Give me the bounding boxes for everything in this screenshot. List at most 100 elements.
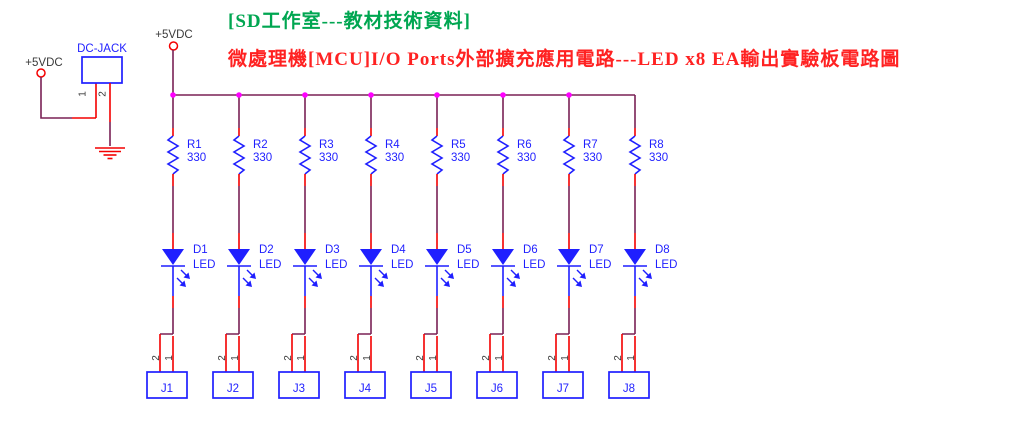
- led-light-arrow-icon: [513, 272, 520, 279]
- connector-box: [278, 371, 320, 399]
- led-light-arrow-icon: [249, 272, 256, 279]
- power-terminal-left-label: +5VDC: [25, 57, 62, 69]
- led-type-label: LED: [523, 259, 545, 271]
- resistor-value-label: 330: [583, 152, 602, 164]
- wire-segment: [358, 308, 372, 335]
- led-light-arrow-icon: [579, 272, 586, 279]
- pin-number-label: 2: [217, 355, 228, 361]
- wire-segment: [424, 308, 438, 335]
- led-ref-label: D4: [391, 244, 406, 256]
- open-terminal-icon: [36, 68, 46, 78]
- connector-ref-label: J3: [293, 383, 305, 395]
- connector-box: [146, 371, 188, 399]
- led-light-arrow-icon: [381, 272, 388, 279]
- resistor-value-label: 330: [451, 152, 470, 164]
- junction-dot: [236, 92, 242, 98]
- led-ref-label: D6: [523, 244, 538, 256]
- led-light-arrow-icon: [645, 272, 652, 279]
- pin-number-label: 1: [494, 355, 505, 361]
- dc-jack-body: [81, 56, 123, 84]
- led-type-label: LED: [457, 259, 479, 271]
- led-symbol: [426, 249, 448, 265]
- resistor-ref-label: R1: [187, 139, 202, 151]
- led-type-label: LED: [589, 259, 611, 271]
- resistor-symbol: [562, 135, 576, 175]
- wire-segment: [40, 77, 72, 119]
- resistor-ref-label: R7: [583, 139, 598, 151]
- power-terminal-bus-label: +5VDC: [155, 29, 192, 41]
- led-type-label: LED: [193, 259, 215, 271]
- connector-pin-wires: [489, 334, 504, 372]
- led-ref-label: D5: [457, 244, 472, 256]
- led-symbol: [294, 249, 316, 265]
- resistor-symbol: [166, 135, 180, 175]
- led-type-label: LED: [259, 259, 281, 271]
- resistor-ref-label: R6: [517, 139, 532, 151]
- connector-box: [476, 371, 518, 399]
- connector-ref-label: J8: [623, 383, 635, 395]
- connector-ref-label: J1: [161, 383, 173, 395]
- connector-ref-label: J5: [425, 383, 437, 395]
- led-symbol: [162, 249, 184, 265]
- pin-number-label: 2: [283, 355, 294, 361]
- open-terminal-icon: [168, 41, 179, 51]
- led-light-arrow-icon: [443, 280, 450, 287]
- pin-number-label: 1: [164, 355, 175, 361]
- resistor-symbol: [430, 135, 444, 175]
- resistor-ref-label: R5: [451, 139, 466, 151]
- junction-dot: [434, 92, 440, 98]
- pin-number-label: 2: [349, 355, 360, 361]
- junction-dot: [170, 92, 176, 98]
- resistor-symbol: [364, 135, 378, 175]
- resistor-symbol: [628, 135, 642, 175]
- connector-ref-label: J2: [227, 383, 239, 395]
- led-ref-label: D2: [259, 244, 274, 256]
- pin-number-label: 2: [98, 91, 109, 97]
- connector-box: [542, 371, 584, 399]
- led-light-arrow-icon: [447, 272, 454, 279]
- led-light-arrow-icon: [377, 280, 384, 287]
- wire-segment: [72, 83, 97, 119]
- resistor-ref-label: R3: [319, 139, 334, 151]
- pin-number-label: 1: [362, 355, 373, 361]
- connector-pin-wires: [357, 334, 372, 372]
- pin-number-label: 1: [626, 355, 637, 361]
- led-symbol: [228, 249, 250, 265]
- ground-symbol-icon: [95, 147, 125, 160]
- led-symbol: [624, 249, 646, 265]
- led-symbol: [558, 249, 580, 265]
- resistor-value-label: 330: [649, 152, 668, 164]
- led-ref-label: D3: [325, 244, 340, 256]
- connector-pin-wires: [291, 334, 306, 372]
- pin-number-label: 1: [428, 355, 439, 361]
- pin-number-label: 2: [415, 355, 426, 361]
- wire-segment: [160, 308, 174, 335]
- led-ref-label: D1: [193, 244, 208, 256]
- resistor-ref-label: R2: [253, 139, 268, 151]
- connector-ref-label: J7: [557, 383, 569, 395]
- wire-segment: [226, 308, 240, 335]
- title-block: [SD工作室---教材技術資料] 微處理機[MCU]I/O Ports外部擴充應…: [228, 6, 900, 71]
- connector-box: [410, 371, 452, 399]
- wire-segment: [490, 308, 504, 335]
- connector-pin-wires: [621, 334, 636, 372]
- connector-pin-wires: [423, 334, 438, 372]
- resistor-symbol: [298, 135, 312, 175]
- wire-segment: [292, 308, 306, 335]
- led-ref-label: D7: [589, 244, 604, 256]
- resistor-value-label: 330: [253, 152, 272, 164]
- connector-ref-label: J4: [359, 383, 372, 395]
- led-light-arrow-icon: [311, 280, 318, 287]
- led-light-arrow-icon: [315, 272, 322, 279]
- led-light-arrow-icon: [575, 280, 582, 287]
- led-ref-label: D8: [655, 244, 670, 256]
- connector-ref-label: J6: [491, 383, 503, 395]
- pin-number-label: 2: [613, 355, 624, 361]
- resistor-value-label: 330: [517, 152, 536, 164]
